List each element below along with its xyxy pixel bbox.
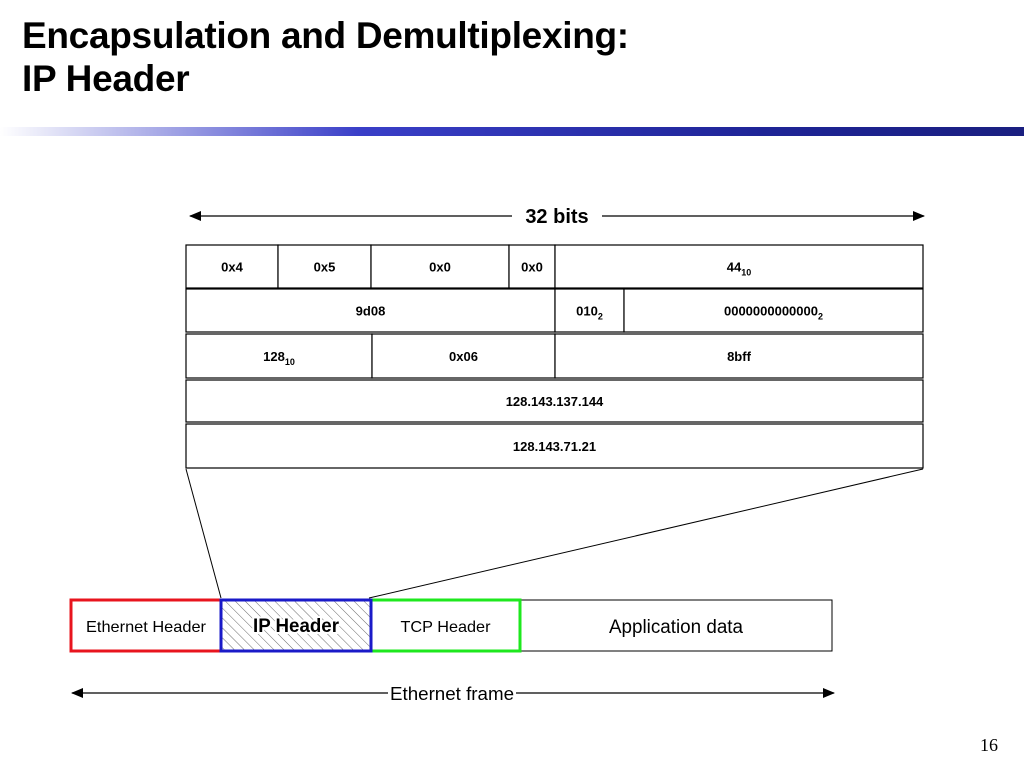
ip-header-field-box xyxy=(277,244,372,289)
frame-segment-label: IP Header xyxy=(253,616,340,637)
tcp-header-segment: TCP Header xyxy=(369,598,522,653)
page-number: 16 xyxy=(980,735,998,755)
field-value-text: 0x4 xyxy=(221,260,243,275)
ip-header-field: 0x4 xyxy=(185,244,279,289)
ip-header-field-box xyxy=(554,288,625,333)
ip-header-field-value: 0x0 xyxy=(521,260,543,275)
field-value-text: 9d08 xyxy=(356,304,386,319)
frame-segment-box xyxy=(369,598,522,653)
ethernet-frame-label: Ethernet frame xyxy=(390,684,514,704)
frame-segment-box xyxy=(219,598,373,653)
bit-width-label: 32 bits xyxy=(525,206,588,228)
ip-header-field: 0x5 xyxy=(277,244,372,289)
slide-title-line-2: IP Header xyxy=(22,58,190,99)
ip-header-field: 00000000000002 xyxy=(623,288,924,333)
ethernet-frame-indicator: Ethernet frame xyxy=(71,684,835,704)
ip-header-field: 0102 xyxy=(554,288,625,333)
ip-header-field-box xyxy=(554,333,924,379)
ip-header-field: 128.143.137.144 xyxy=(185,379,924,423)
application-data-segment: Application data xyxy=(519,599,833,652)
ip-header-field-value: 128.143.71.21 xyxy=(513,439,596,454)
ip-header-row: 0x4 0x5 0x0 0x0 4410 xyxy=(185,244,924,289)
field-value-base-subscript: 10 xyxy=(741,268,751,278)
ip-header-field-box xyxy=(185,423,924,469)
frame-segment-label: Application data xyxy=(609,617,743,638)
ip-header-field: 9d08 xyxy=(185,288,556,333)
ip-header-field: 12810 xyxy=(185,333,373,379)
ip-header-field-box xyxy=(623,288,924,333)
ip-header-field-value: 0x0 xyxy=(429,260,451,275)
ip-header-row: 128.143.137.144 xyxy=(185,379,924,423)
ip-header-field: 0x0 xyxy=(508,244,556,289)
ip-header-field-value: 8bff xyxy=(727,349,752,364)
ip-header-field-box xyxy=(185,333,373,379)
field-value-text: 0x0 xyxy=(429,260,451,275)
field-value-text: 128.143.137.144 xyxy=(506,394,604,409)
ip-header-row: 12810 0x06 8bff xyxy=(185,333,924,379)
ip-header-field-box xyxy=(554,244,924,289)
ip-header-field: 8bff xyxy=(554,333,924,379)
ip-header-field: 0x06 xyxy=(371,333,556,379)
field-value-text: 0x5 xyxy=(314,260,336,275)
field-value-text: 0000000000000 xyxy=(724,304,818,319)
field-value-base-subscript: 2 xyxy=(598,312,603,322)
ip-header-field-value: 0102 xyxy=(576,304,603,322)
ip-header-field-value: 9d08 xyxy=(356,304,386,319)
ethernet-header-segment: Ethernet Header xyxy=(69,598,223,653)
slide-title: Encapsulation and Demultiplexing: IP Hea… xyxy=(22,14,629,100)
field-value-text: 8bff xyxy=(727,349,752,364)
field-value-text: 0x0 xyxy=(521,260,543,275)
ip-header-field-value: 0x4 xyxy=(221,260,243,275)
ip-header-field: 0x0 xyxy=(370,244,510,289)
field-value-text: 44 xyxy=(727,260,742,275)
title-divider-bar xyxy=(0,127,1024,136)
ip-header-field-value: 4410 xyxy=(727,260,751,278)
bit-width-indicator: 32 bits xyxy=(189,206,925,228)
field-value-text: 128.143.71.21 xyxy=(513,439,596,454)
field-value-text: 0x06 xyxy=(449,349,478,364)
field-value-text: 128 xyxy=(263,349,285,364)
ip-header-field-value: 00000000000002 xyxy=(724,304,823,322)
ip-header-field-box xyxy=(185,244,279,289)
ip-header-segment: IP Header xyxy=(219,598,373,653)
ip-header-field-value: 0x06 xyxy=(449,349,478,364)
ip-header-field: 4410 xyxy=(554,244,924,289)
frame-segment-label: TCP Header xyxy=(401,619,492,636)
zoom-connector-lines xyxy=(185,468,924,599)
frame-segment-label: Ethernet Header xyxy=(86,619,207,636)
ip-header-field-box xyxy=(185,379,924,423)
ip-header-field-value: 128.143.137.144 xyxy=(506,394,604,409)
field-value-base-subscript: 2 xyxy=(818,312,823,322)
ip-header-field-box xyxy=(185,288,556,333)
ip-header-field-value: 12810 xyxy=(263,349,295,367)
ip-header-row: 128.143.71.21 xyxy=(185,423,924,469)
slide-title-line-1: Encapsulation and Demultiplexing: xyxy=(22,15,629,56)
field-value-base-subscript: 10 xyxy=(285,357,295,367)
frame-segment-box xyxy=(69,598,223,653)
field-value-text: 010 xyxy=(576,304,598,319)
ip-header-field-box xyxy=(370,244,510,289)
ethernet-frame-bar: Application data Ethernet Header TCP Heade… xyxy=(69,598,833,653)
frame-segment-box xyxy=(519,599,833,652)
ip-header-field: 128.143.71.21 xyxy=(185,423,924,469)
ip-header-field-box xyxy=(371,333,556,379)
ip-header-field-value: 0x5 xyxy=(314,260,336,275)
